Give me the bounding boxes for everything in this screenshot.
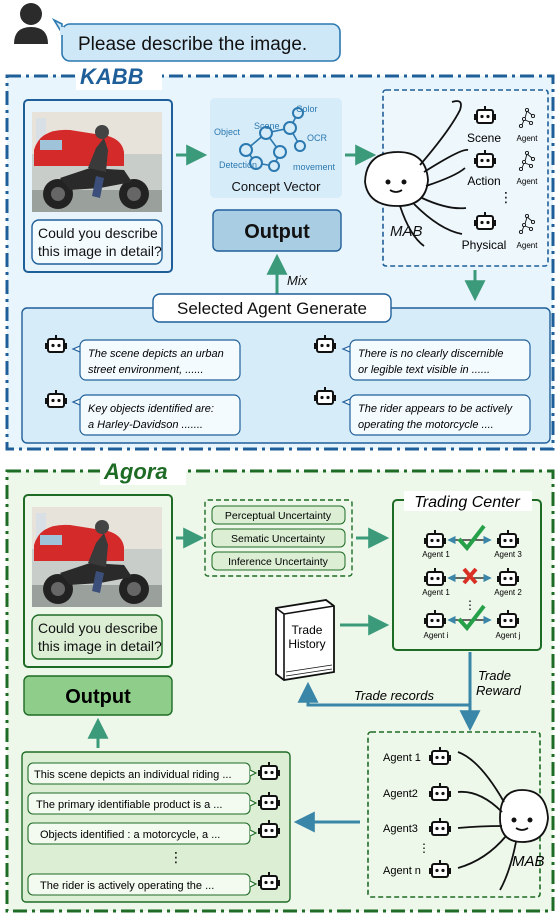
- trading-center-label: Trading Center: [414, 494, 520, 511]
- agora-response-3-text: Objects identified : a motorcycle, a ...: [40, 829, 220, 841]
- kabb-response-2-line2: a Harley-Davidson .......: [88, 419, 203, 431]
- kabb-response-1-line2: street environment, ......: [88, 364, 204, 376]
- agora-agent-n: Agent n: [383, 865, 421, 877]
- kabb-output-label: Output: [244, 221, 310, 243]
- uncertainty-inference-label: Inference Uncertainty: [228, 556, 329, 568]
- kabb-motorcycle-image: [32, 112, 162, 212]
- agora-agent-3: Agent3: [383, 823, 418, 835]
- kabb-agent-row-scene: Scene Agent: [467, 105, 539, 145]
- kabb-agent-vdots: ⋮: [499, 189, 513, 205]
- kabb-mab-label: MAB: [390, 223, 423, 240]
- trade-reward-line2: Reward: [476, 683, 522, 698]
- concept-movement: movement: [293, 162, 336, 172]
- concept-object: Object: [214, 127, 241, 137]
- uncertainty-sematic-label: Sematic Uncertainty: [231, 533, 326, 545]
- agora-response-1-text: This scene depicts an individual riding …: [34, 769, 232, 781]
- concept-ocr: OCR: [307, 133, 328, 143]
- trade-row-2-agent-a: Agent 1: [422, 588, 450, 597]
- trade-row-1-agent-a: Agent 1: [422, 550, 450, 559]
- agora-title: Agora: [103, 459, 168, 484]
- agora-response-1: This scene depicts an individual riding …: [27, 761, 281, 785]
- kabb-agent-row-action: Action Agent: [467, 149, 539, 188]
- concept-color: Color: [296, 104, 318, 114]
- concept-scene: Scene: [254, 121, 280, 131]
- kabb-response-2: Key objects identified are: a Harley-Dav…: [44, 389, 241, 436]
- kabb-output-box: [212, 209, 342, 252]
- kabb-response-3-line2: or legible text visible in ......: [358, 364, 490, 376]
- agora-agent-1: Agent 1: [383, 752, 421, 764]
- trade-history-book-icon: Trade History: [275, 599, 335, 681]
- agora-question-line1: Could you describe: [38, 620, 158, 636]
- kabb-agent-row-physical: Physical Agent: [462, 211, 539, 252]
- kabb-question-line2: this image in detail?: [38, 243, 162, 259]
- agora-question-box: [31, 614, 163, 660]
- agent-row-label-scene: Scene: [467, 131, 501, 145]
- mix-label: Mix: [287, 273, 308, 288]
- uncertainty-perceptual: Perceptual Uncertainty: [211, 505, 346, 525]
- user-avatar-icon: [14, 3, 48, 44]
- concept-vector-label: Concept Vector: [232, 179, 322, 194]
- agent-word: Agent: [517, 241, 539, 250]
- agent-row-label-physical: Physical: [462, 238, 507, 252]
- trade-records-label: Trade records: [354, 688, 434, 703]
- kabb-response-4-line2: operating the motorcycle ....: [358, 419, 494, 431]
- agora-agent-2: Agent2: [383, 788, 418, 800]
- agent-word: Agent: [517, 177, 539, 186]
- check-icon: [457, 524, 486, 552]
- trade-row-2-agent-b: Agent 2: [494, 588, 522, 597]
- trade-reward-line1: Trade: [478, 668, 511, 683]
- agent-word: Agent: [517, 134, 539, 143]
- agora-response-4-text: The rider is actively operating the ...: [40, 880, 214, 892]
- trade-row-1-agent-b: Agent 3: [494, 550, 522, 559]
- agent-row-label-action: Action: [467, 174, 500, 188]
- selected-agent-title-box: [152, 293, 392, 323]
- kabb-response-4: The rider appears to be actively operati…: [313, 386, 531, 436]
- agora-output-box: [23, 675, 173, 716]
- prompt-text: Please describe the image.: [78, 34, 307, 55]
- uncertainty-inference: Inference Uncertainty: [211, 551, 346, 571]
- check-icon: [457, 604, 486, 632]
- kabb-title: KABB: [80, 64, 144, 89]
- trade-row-2: Agent 1 Agent 2: [422, 567, 522, 597]
- uncertainty-perceptual-label: Perceptual Uncertainty: [225, 510, 332, 522]
- trade-history-line2: History: [288, 637, 325, 651]
- agora-response-2: The primary identifiable product is a ..…: [27, 791, 281, 815]
- kabb-response-4-line1: The rider appears to be actively: [358, 403, 514, 415]
- kabb-octopus-icon: [364, 100, 469, 247]
- agora-question-line2: this image in detail?: [38, 638, 162, 654]
- trade-row-3-agent-a: Agent i: [424, 631, 449, 640]
- kabb-response-2-line1: Key objects identified are:: [88, 403, 214, 415]
- kabb-question-line1: Could you describe: [38, 225, 158, 241]
- trade-records-arrow: [297, 652, 472, 707]
- agora-agent-list: Agent 1 Agent2 Agent3 ⋮ Agent n: [383, 746, 452, 878]
- agora-response-vdots: ⋮: [169, 849, 183, 865]
- selected-agent-title: Selected Agent Generate: [177, 299, 367, 318]
- kabb-response-1: The scene depicts an urban street enviro…: [44, 334, 241, 381]
- agora-agent-vdots: ⋮: [418, 841, 430, 855]
- concept-detection: Detection: [219, 160, 257, 170]
- uncertainty-sematic: Sematic Uncertainty: [211, 528, 346, 548]
- trade-vdots: ⋮: [464, 598, 476, 612]
- agora-response-2-text: The primary identifiable product is a ..…: [36, 799, 222, 811]
- prompt-bubble: Please describe the image.: [51, 18, 341, 62]
- agora-octopus-icon: [457, 751, 549, 891]
- trade-history-line1: Trade: [292, 623, 323, 637]
- agora-output-label: Output: [65, 686, 131, 708]
- concept-vector: Object Scene Color OCR Detection movemen…: [210, 98, 342, 198]
- agora-response-3: Objects identified : a motorcycle, a ...: [27, 819, 281, 845]
- agora-motorcycle-image: [32, 507, 162, 607]
- kabb-response-1-line1: The scene depicts an urban: [88, 348, 224, 360]
- cross-icon: [462, 567, 478, 585]
- trade-row-3: Agent i Agent j: [423, 604, 521, 640]
- kabb-question-box: [31, 219, 163, 265]
- agora-mab-label: MAB: [512, 853, 545, 870]
- trade-row-1: Agent 1 Agent 3: [422, 524, 522, 559]
- trade-row-3-agent-b: Agent j: [496, 631, 521, 640]
- kabb-response-3-line1: There is no clearly discernible: [358, 348, 504, 360]
- agora-response-4: The rider is actively operating the ...: [27, 871, 281, 896]
- kabb-response-3: There is no clearly discernible or legib…: [313, 334, 531, 381]
